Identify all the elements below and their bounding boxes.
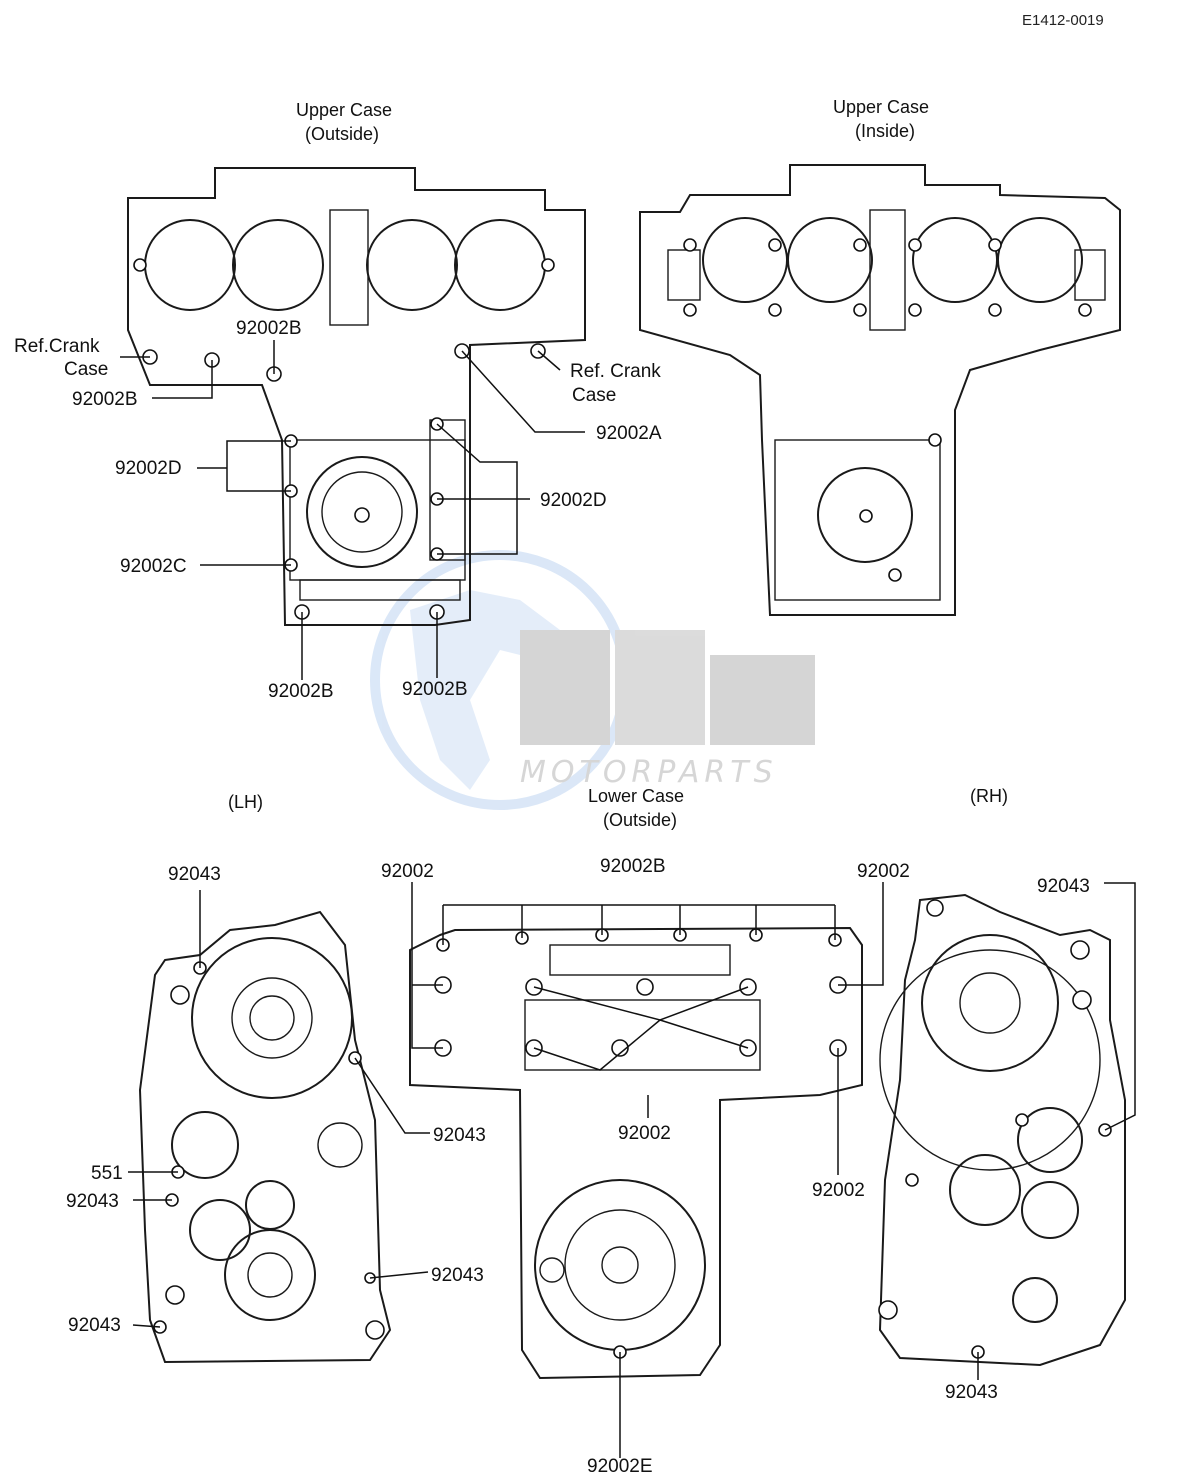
rh-92043-top: 92043 — [1037, 876, 1090, 897]
watermark-logo: MOTORPARTS — [370, 550, 815, 810]
lh-92043-mid: 92043 — [433, 1125, 486, 1146]
ref-crank-right-2: Case — [572, 385, 616, 406]
rh-92043-bottom: 92043 — [945, 1382, 998, 1403]
uo-92002B-top: 92002B — [236, 318, 302, 339]
uo-92002C: 92002C — [120, 556, 187, 577]
lo-92002-right: 92002 — [857, 861, 910, 882]
rh-outline — [878, 893, 1126, 1367]
lh-title: (LH) — [228, 792, 263, 812]
upper-inside-title-1: Upper Case — [833, 97, 929, 117]
ref-crank-right-1: Ref. Crank — [570, 361, 661, 382]
rh-bolts — [878, 899, 1112, 1359]
uo-92002B-bottom-right: 92002B — [402, 679, 468, 700]
uo-92002D-right: 92002D — [540, 490, 607, 511]
logo-block-o — [520, 630, 610, 745]
lower-outside-outline — [409, 926, 863, 1380]
lh-92043-right: 92043 — [431, 1265, 484, 1286]
uo-92002B-left: 92002B — [72, 389, 138, 410]
ref-crank-left-1: Ref.Crank — [14, 336, 100, 357]
uo-92002A: 92002A — [596, 423, 662, 444]
rh-title: (RH) — [970, 786, 1008, 806]
upper-outside-outline — [127, 167, 586, 626]
lower-case-outside: 92002 92002B 92002 92002 92002 92002E — [381, 856, 910, 1474]
logo-block-m — [710, 655, 815, 745]
upper-inside-outline — [639, 164, 1121, 616]
lh-outline — [138, 910, 392, 1364]
upper-inside-title-2: (Inside) — [855, 121, 915, 141]
upper-outside-title-1: Upper Case — [296, 100, 392, 120]
upper-inside-bolts — [683, 238, 1092, 582]
uo-92002B-bottom-left: 92002B — [268, 681, 334, 702]
lower-case-rh: 92043 92043 — [878, 876, 1136, 1403]
lh-92043-left: 92043 — [66, 1191, 119, 1212]
lo-92002E: 92002E — [587, 1456, 653, 1474]
upper-case-inside: Upper Case (Inside) — [639, 97, 1121, 616]
watermark-tagline: MOTORPARTS — [520, 755, 778, 790]
lh-92043-bottom: 92043 — [68, 1315, 121, 1336]
lh-bolts — [153, 961, 385, 1340]
uo-92002D-left: 92002D — [115, 458, 182, 479]
lh-92043-top: 92043 — [168, 864, 221, 885]
lo-92002B-top: 92002B — [600, 856, 666, 877]
logo-block-s — [615, 630, 705, 745]
upper-case-outside: Upper Case (Outside) — [14, 100, 662, 702]
lo-92002-left: 92002 — [381, 861, 434, 882]
ref-crank-left-2: Case — [64, 359, 108, 380]
lower-case-lh: 92043 92043 551 92043 92043 92043 — [66, 864, 486, 1364]
lo-92002-right-low: 92002 — [812, 1180, 865, 1201]
lh-551: 551 — [91, 1163, 123, 1184]
lower-outside-title-1: Lower Case — [588, 786, 684, 806]
upper-outside-title-2: (Outside) — [305, 124, 379, 144]
upper-outside-bolts — [133, 258, 555, 620]
lo-92002-center: 92002 — [618, 1123, 671, 1144]
lower-outside-title-2: (Outside) — [603, 810, 677, 830]
drawing-code: E1412-0019 — [1022, 12, 1104, 29]
